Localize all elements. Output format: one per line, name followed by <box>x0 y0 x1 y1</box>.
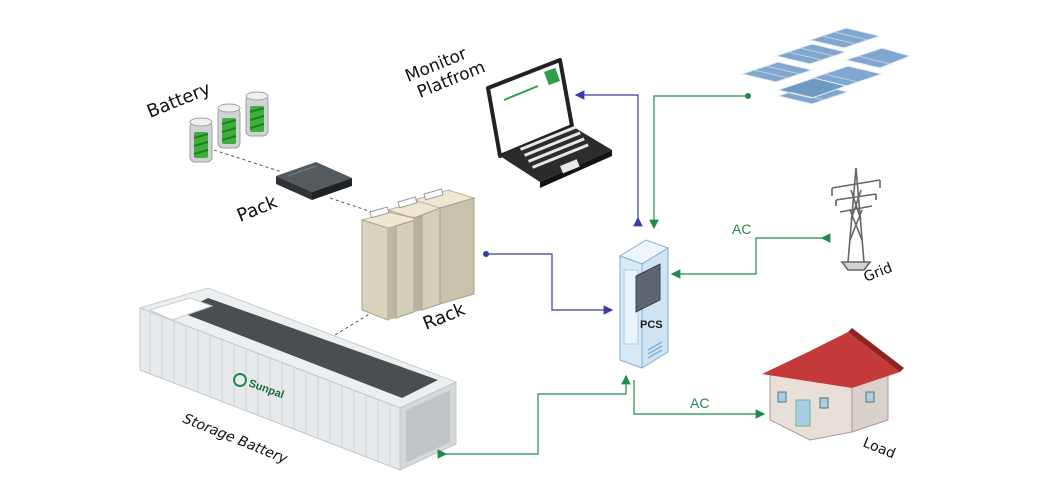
pack-icon <box>276 162 352 200</box>
container-icon <box>138 287 458 471</box>
pcs-label: PCS <box>640 319 663 331</box>
pack-label: Pack <box>234 191 281 226</box>
rack-to-container-connector <box>329 309 377 339</box>
pcs-to-monitor-link <box>574 90 643 227</box>
pack-to-rack-connector <box>329 197 379 215</box>
solar-panel-icon <box>740 27 912 105</box>
battery-label: Battery <box>144 78 214 123</box>
ac-load-label: AC <box>690 395 709 411</box>
grid-to-pcs-link <box>670 233 831 279</box>
house-icon <box>762 328 904 441</box>
load-label: Load <box>861 435 898 462</box>
cell-to-pack-connector <box>213 149 283 173</box>
grid-tower-icon <box>831 167 881 271</box>
solar-to-pcs-link <box>649 95 748 230</box>
rack-to-pcs-link <box>486 253 614 315</box>
pcs-to-load-link <box>633 380 766 419</box>
laptop-icon <box>486 58 612 188</box>
pcs-cabinet-icon <box>618 239 670 369</box>
rack-icon <box>360 188 476 321</box>
container-to-pcs-link <box>437 374 631 459</box>
battery-cells-icon <box>189 91 269 163</box>
ac-grid-label: AC <box>732 221 751 237</box>
